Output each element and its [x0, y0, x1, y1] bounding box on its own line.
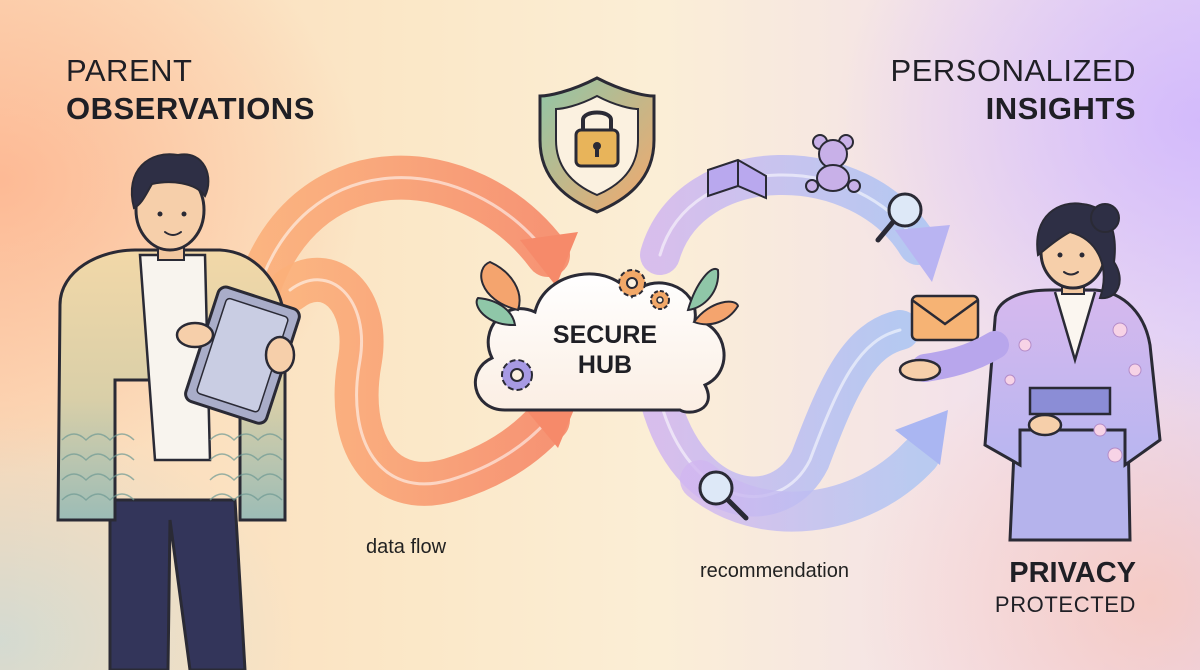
- recommendation-label: recommendation: [700, 560, 849, 582]
- gear-icon-purple: [501, 359, 533, 391]
- orange-data-flow-arrows: [233, 155, 570, 506]
- parent-figure: [56, 153, 301, 670]
- secure-hub-label: SECURE HUB: [520, 320, 690, 380]
- parent-title-line1: PARENT: [66, 53, 193, 88]
- leaf-icon-right: [686, 267, 740, 326]
- privacy-title-line1: PRIVACY: [1009, 557, 1136, 589]
- tablet-icon: [184, 285, 301, 425]
- hub-label-line1: SECURE: [552, 321, 658, 349]
- personalized-insights-title: PERSONALIZED INSIGHTS: [891, 52, 1136, 128]
- teddy-bear-icon: [805, 134, 861, 193]
- envelope-icon: [910, 294, 980, 342]
- book-icon: [707, 158, 767, 200]
- hub-label-line2: HUB: [577, 351, 633, 379]
- advisor-figure: [898, 202, 1162, 542]
- magnifier-icon: [875, 192, 923, 243]
- parent-observations-title: PARENT OBSERVATIONS: [66, 52, 315, 128]
- leaf-icon: [475, 260, 521, 327]
- privacy-protected-title: PRIVACY PROTECTED: [995, 556, 1136, 620]
- data-flow-label: data flow: [366, 536, 447, 558]
- purple-arrowhead-top: [895, 225, 950, 282]
- shield-lock-icon: [538, 76, 656, 214]
- parent-title-line2: OBSERVATIONS: [66, 91, 315, 126]
- magnifier-icon-bottom: [698, 470, 749, 521]
- purple-arrowhead-bottom: [895, 410, 948, 465]
- gear-icon: [618, 269, 670, 310]
- orange-arrowhead-top: [520, 232, 578, 286]
- insights-title-line1: PERSONALIZED: [890, 53, 1136, 88]
- privacy-title-line2: PROTECTED: [994, 592, 1136, 617]
- insights-title-line2: INSIGHTS: [985, 91, 1136, 126]
